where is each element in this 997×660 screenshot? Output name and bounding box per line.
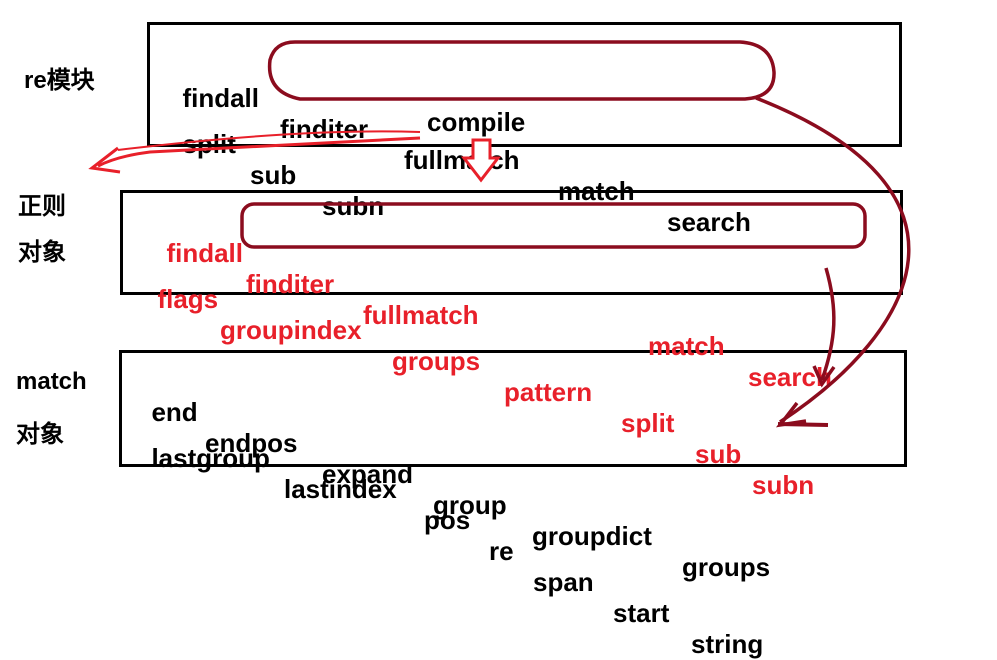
match-groups: groups bbox=[682, 552, 771, 582]
regex-subn: subn bbox=[752, 470, 815, 500]
match-pos: pos bbox=[424, 505, 471, 535]
red-arrow-head bbox=[88, 146, 121, 174]
label-regex-object-line2: 对象 bbox=[18, 239, 66, 266]
re-search: search bbox=[667, 207, 751, 237]
re-sub: sub bbox=[250, 160, 297, 190]
match-span: span bbox=[533, 567, 594, 597]
regex-sub: sub bbox=[695, 439, 742, 469]
regex-groups: groups bbox=[392, 346, 481, 376]
match-endpos: endpos bbox=[205, 428, 298, 458]
match-end: end bbox=[151, 397, 198, 427]
match-row2: lastgroup lastindex pos re span start st… bbox=[137, 412, 763, 660]
regex-finditer: finditer bbox=[246, 269, 335, 299]
match-string: string bbox=[691, 629, 764, 659]
re-module-box bbox=[147, 22, 902, 147]
match-groupdict: groupdict bbox=[532, 521, 652, 551]
re-findall: findall bbox=[182, 83, 260, 113]
re-finditer: finditer bbox=[280, 114, 369, 144]
match-lastgroup: lastgroup bbox=[151, 443, 270, 473]
match-lastindex: lastindex bbox=[284, 474, 397, 504]
match-re: re bbox=[489, 536, 514, 566]
regex-groupindex: groupindex bbox=[220, 315, 362, 345]
regex-search: search bbox=[748, 362, 832, 392]
label-match-object-line1: match bbox=[16, 368, 87, 395]
regex-fullmatch: fullmatch bbox=[363, 300, 479, 330]
erased-area bbox=[505, 208, 635, 238]
re-module-row2: split sub subn bbox=[168, 98, 384, 222]
regex-pattern: pattern bbox=[504, 377, 593, 407]
compile-label: compile bbox=[427, 107, 526, 137]
re-subn: subn bbox=[322, 191, 385, 221]
regex-flags: flags bbox=[157, 284, 219, 314]
label-regex-object-line1: 正则 bbox=[18, 193, 66, 220]
label-re-module: re模块 bbox=[24, 67, 95, 94]
regex-findall: findall bbox=[166, 238, 244, 268]
re-fullmatch: fullmatch bbox=[404, 145, 520, 175]
regex-split: split bbox=[621, 408, 675, 438]
re-match: match bbox=[558, 176, 635, 206]
match-start: start bbox=[613, 598, 670, 628]
re-split: split bbox=[182, 129, 236, 159]
match-expand: expand bbox=[322, 459, 414, 489]
regex-match: match bbox=[648, 331, 725, 361]
label-match-object-line2: 对象 bbox=[16, 421, 64, 448]
regex-row2: flags groupindex groups pattern split su… bbox=[143, 253, 814, 501]
